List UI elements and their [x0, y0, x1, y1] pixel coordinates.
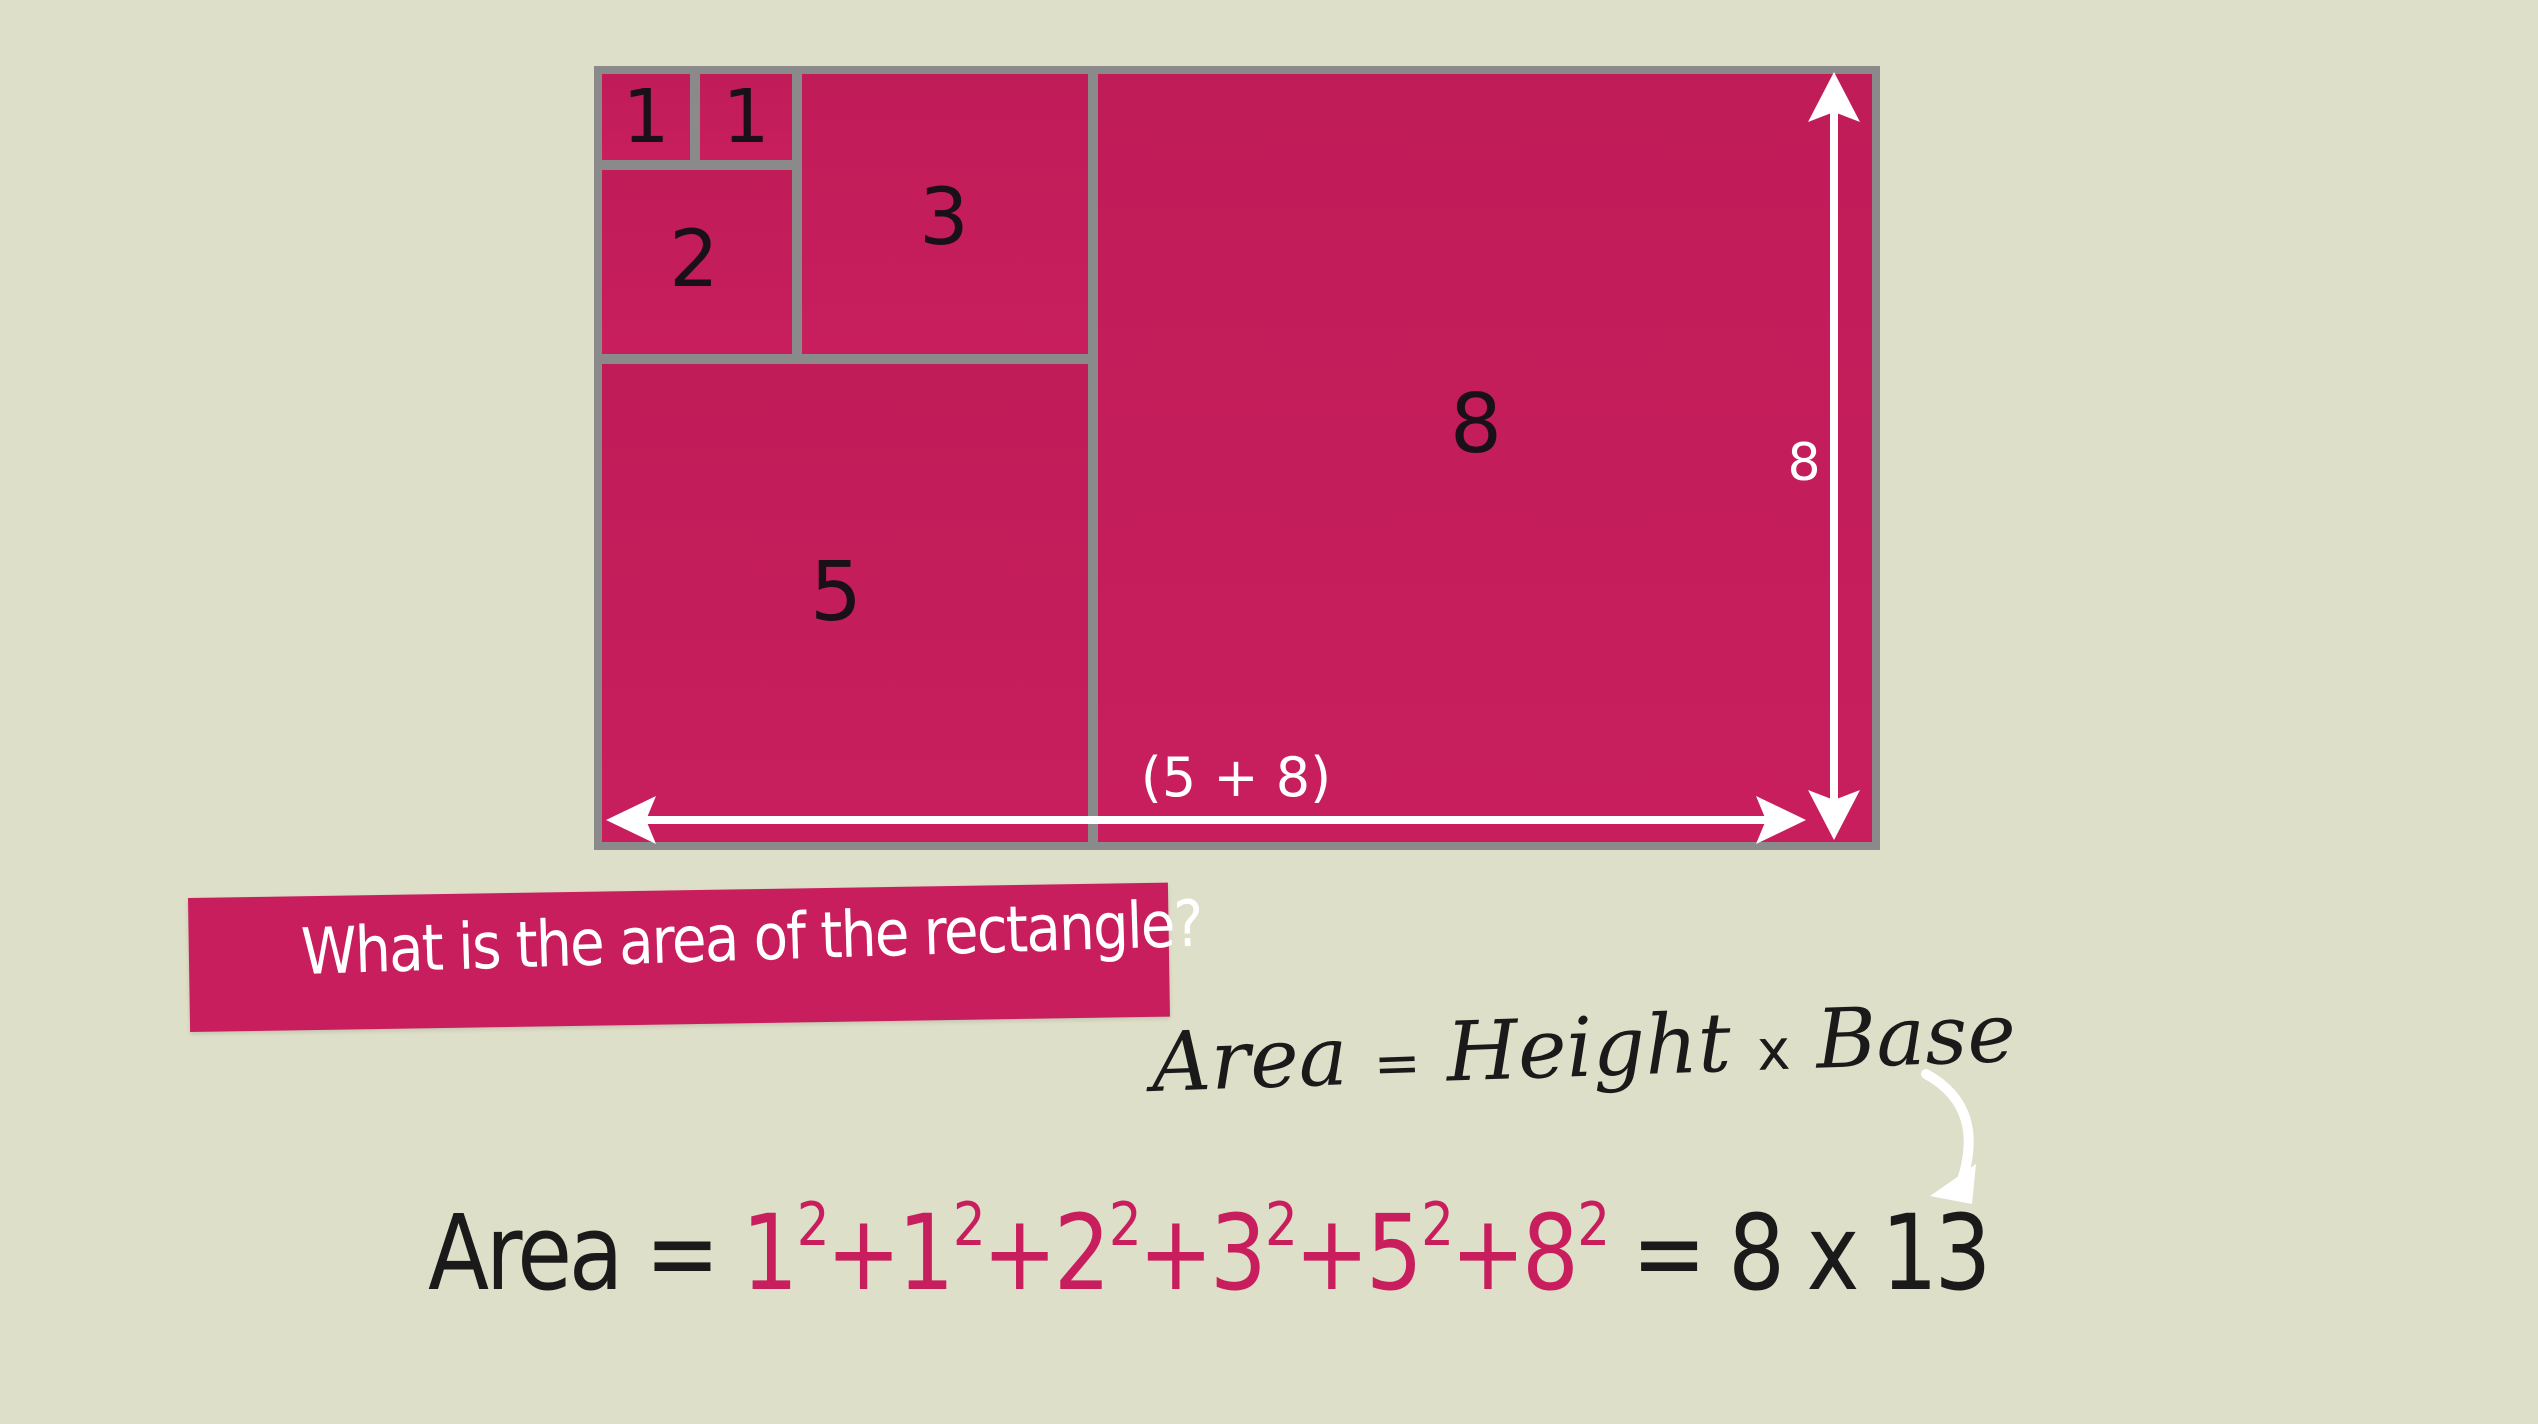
equation-term: 22	[1053, 1190, 1142, 1314]
formula-height: Height	[1444, 995, 1733, 1101]
square-1a-label: 1	[622, 74, 669, 160]
height-label: 8	[1787, 433, 1820, 493]
square-2-label: 2	[669, 215, 719, 305]
square-8-label: 8	[1450, 377, 1502, 472]
equation-plus: +	[982, 1192, 1057, 1314]
square-5: 5	[602, 364, 1088, 842]
square-2: 2	[602, 170, 792, 354]
base-label: (5 + 8)	[1141, 746, 1331, 809]
equation-term: 52	[1365, 1190, 1454, 1314]
formula-area: Area	[1150, 1009, 1350, 1111]
square-3: 3	[802, 74, 1088, 354]
square-8: 8	[1098, 74, 1872, 842]
equation-plus: +	[1450, 1192, 1525, 1314]
equation-plus: +	[1294, 1192, 1369, 1314]
formula-times: x	[1756, 1017, 1792, 1084]
square-1a: 1	[602, 74, 690, 160]
arrow-double-horizontal-icon	[606, 796, 1806, 844]
equation-rhs: = 8 x 13	[1631, 1192, 1992, 1314]
equation-term: 82	[1522, 1190, 1610, 1314]
curved-arrow-icon	[1921, 1069, 1976, 1204]
equation-plus: +	[826, 1192, 901, 1314]
arrow-double-vertical-icon	[1808, 72, 1860, 840]
formula-base: Base	[1814, 985, 2018, 1088]
equation-term: 32	[1209, 1190, 1298, 1314]
equation-lhs: Area =	[428, 1192, 720, 1314]
square-3-label: 3	[919, 173, 969, 263]
equation-term: 12	[741, 1190, 830, 1314]
equation-plus: +	[1138, 1192, 1213, 1314]
equation-term: 12	[897, 1190, 986, 1314]
formula-equals: =	[1372, 1030, 1422, 1098]
square-5-label: 5	[810, 545, 862, 640]
square-1b: 1	[700, 74, 792, 160]
square-1b-label: 1	[722, 74, 769, 160]
area-equation: Area = 12+12+22+32+52+82 = 8 x 13	[428, 1190, 1992, 1314]
